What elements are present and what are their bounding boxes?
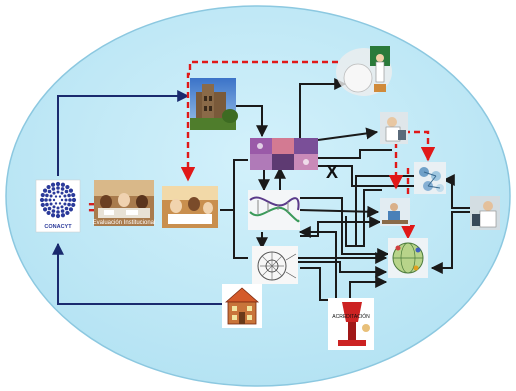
logo-dot xyxy=(44,198,48,202)
logo-dot xyxy=(63,202,67,206)
dna-helix-diagram[interactable] xyxy=(248,190,300,230)
logo-dot xyxy=(52,191,56,195)
lab-researcher-photo[interactable] xyxy=(380,112,408,144)
logo-dot xyxy=(58,195,62,198)
logo-dot xyxy=(60,187,65,191)
conacyt-logo-text: CONACYT xyxy=(44,224,72,230)
logo-dot xyxy=(42,188,48,193)
logo-dot xyxy=(63,194,67,198)
evaluation-meeting-photo[interactable]: Evaluación Institucional xyxy=(93,180,156,226)
logo-dot xyxy=(40,202,45,208)
logo-dot xyxy=(60,191,64,195)
logo-dot xyxy=(64,206,69,211)
logo-dot xyxy=(46,210,51,216)
logo-dot xyxy=(39,197,45,203)
microscope-researcher-photo[interactable] xyxy=(470,196,500,230)
logo-dot xyxy=(54,195,58,198)
globe-network-icon[interactable] xyxy=(388,238,428,278)
logo-dot xyxy=(47,206,52,211)
evaluation-caption: Evaluación Institucional xyxy=(93,220,156,226)
logo-dot xyxy=(51,209,56,213)
logo-dot xyxy=(56,210,60,214)
logo-dot xyxy=(60,198,64,202)
logo-dot xyxy=(55,213,61,219)
logo-dot xyxy=(58,202,62,205)
scientist-cartoon-icon[interactable] xyxy=(336,46,392,96)
neural-network-sketch[interactable] xyxy=(252,246,298,284)
logo-dot xyxy=(71,197,77,203)
logo-dot xyxy=(71,192,76,198)
logo-dot xyxy=(71,202,76,208)
schoolhouse-icon[interactable] xyxy=(222,284,262,328)
logo-dot xyxy=(40,192,45,198)
logo-dot xyxy=(42,207,48,212)
logo-dot xyxy=(60,205,64,209)
logo-dot xyxy=(68,198,72,202)
logo-dot xyxy=(50,182,56,187)
logo-dot xyxy=(55,181,61,187)
logo-dot xyxy=(56,186,60,190)
student-desk-photo[interactable] xyxy=(380,198,410,226)
conacyt-logo-icon[interactable]: CONACYT xyxy=(35,179,81,233)
logo-dot xyxy=(47,189,52,194)
connector-lines xyxy=(220,78,470,301)
logo-dot xyxy=(67,193,71,198)
logo-dot xyxy=(56,190,60,194)
cross-symbol: X xyxy=(326,162,338,182)
accreditation-label: ACREDITACIÓN xyxy=(332,313,370,320)
logo-dot xyxy=(52,198,56,202)
logo-dot xyxy=(56,206,60,210)
logo-dot xyxy=(45,193,49,198)
logo-dot xyxy=(54,202,58,205)
accreditation-figure-icon[interactable]: ACREDITACIÓN xyxy=(328,298,374,350)
logo-dot xyxy=(52,205,56,209)
logo-dot xyxy=(45,202,49,207)
logo-dot xyxy=(65,210,70,216)
logo-dot xyxy=(46,184,51,190)
logo-dot xyxy=(68,207,74,212)
feedback-arrows xyxy=(52,90,222,305)
research-collage-photo[interactable] xyxy=(250,138,318,170)
logo-dot xyxy=(50,213,56,218)
logo-dot xyxy=(49,202,53,206)
logo-dot xyxy=(60,182,66,187)
logo-dot xyxy=(49,194,53,198)
logo-dot xyxy=(65,184,70,190)
logo-dot xyxy=(64,189,69,194)
logo-dot xyxy=(60,213,66,218)
logo-dot xyxy=(67,202,71,207)
logo-dot xyxy=(64,198,68,202)
molecule-3d-icon[interactable] xyxy=(414,162,446,194)
logo-dot xyxy=(48,198,52,202)
university-building-photo[interactable] xyxy=(190,78,238,130)
logo-dot xyxy=(60,209,65,213)
logo-dot xyxy=(68,188,74,193)
students-photo[interactable] xyxy=(162,186,218,228)
logo-dot xyxy=(51,187,56,191)
